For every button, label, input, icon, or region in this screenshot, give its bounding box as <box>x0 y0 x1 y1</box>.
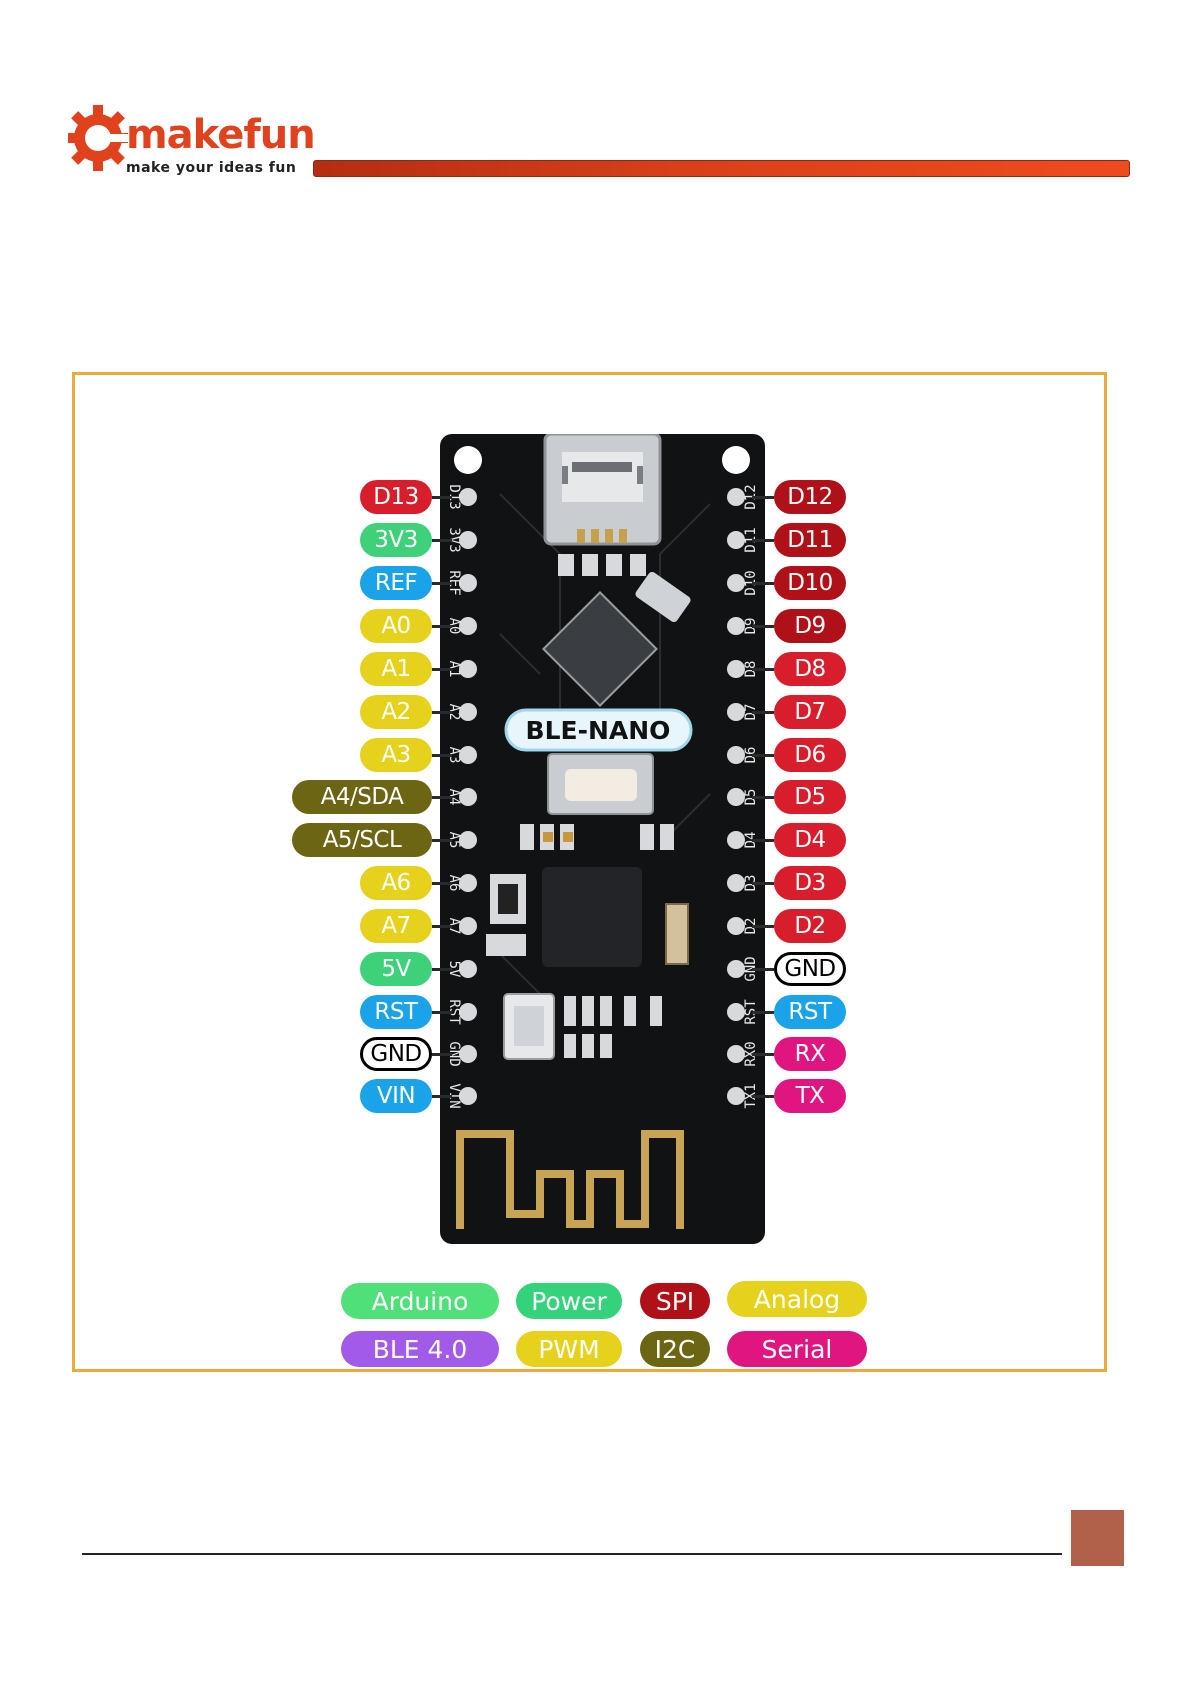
gear-icon <box>68 98 128 180</box>
pin-connector <box>752 668 774 671</box>
pin-label-a2: A2 <box>360 695 432 729</box>
pin-connector <box>752 711 774 714</box>
legend-pwm: PWM <box>516 1331 622 1367</box>
pin-connector <box>432 796 452 799</box>
pin-label-gnd-right: GND <box>774 952 846 986</box>
pin-label-a5-scl: A5/SCL <box>292 823 432 857</box>
pin-label-d8: D8 <box>774 652 846 686</box>
page-badge <box>1071 1510 1124 1566</box>
pin-connector <box>432 668 452 671</box>
pin-label-d3: D3 <box>774 866 846 900</box>
logo-tagline: make your ideas fun <box>126 160 296 176</box>
pin-connector <box>752 882 774 885</box>
pin-label-d11: D11 <box>774 523 846 557</box>
pin-label-rx: RX <box>774 1037 846 1071</box>
pin-label-a3: A3 <box>360 738 432 772</box>
pin-connector <box>752 539 774 542</box>
pin-connector <box>432 582 452 585</box>
legend-i2c: I2C <box>640 1331 710 1367</box>
pin-label-a4-sda: A4/SDA <box>292 780 432 814</box>
legend-ble: BLE 4.0 <box>341 1331 499 1367</box>
pin-connector <box>432 496 452 499</box>
board-name: BLE-NANO <box>526 716 671 745</box>
makefun-logo: makefun make your ideas fun <box>68 98 308 180</box>
pin-connector <box>432 1053 452 1056</box>
pin-connector <box>432 968 452 971</box>
pin-label-a6: A6 <box>360 866 432 900</box>
pin-connector <box>432 925 452 928</box>
pin-label-5v: 5V <box>360 952 432 986</box>
pin-label-a7: A7 <box>360 909 432 943</box>
pin-label-d2: D2 <box>774 909 846 943</box>
pin-label-d7: D7 <box>774 695 846 729</box>
pin-label-d10: D10 <box>774 566 846 600</box>
pin-connector <box>432 882 452 885</box>
pin-connector <box>432 1011 452 1014</box>
pin-label-tx: TX <box>774 1079 846 1113</box>
pin-label-vin: VIN <box>360 1079 432 1113</box>
header-bar <box>313 160 1130 177</box>
pin-connector <box>752 925 774 928</box>
pin-label-d5: D5 <box>774 780 846 814</box>
pin-connector <box>432 625 452 628</box>
pin-label-d4: D4 <box>774 823 846 857</box>
pin-connector <box>432 839 452 842</box>
pin-connector <box>752 625 774 628</box>
footer-divider <box>82 1553 1062 1555</box>
legend-serial: Serial <box>727 1331 867 1367</box>
pin-label-d12: D12 <box>774 480 846 514</box>
pin-label-3v3: 3V3 <box>360 523 432 557</box>
pin-connector <box>432 711 452 714</box>
pin-connector <box>752 839 774 842</box>
pin-label-a0: A0 <box>360 609 432 643</box>
pin-connector <box>752 496 774 499</box>
pin-connector <box>432 539 452 542</box>
legend-power: Power <box>516 1283 622 1319</box>
pin-label-rst-right: RST <box>774 995 846 1029</box>
legend-analog: Analog <box>727 1281 867 1317</box>
logo-text: makefun <box>126 112 315 158</box>
pin-label-d9: D9 <box>774 609 846 643</box>
legend-arduino: Arduino <box>341 1283 499 1319</box>
pin-label-a1: A1 <box>360 652 432 686</box>
pin-connector <box>752 968 774 971</box>
legend-spi: SPI <box>640 1283 710 1319</box>
pin-connector <box>752 582 774 585</box>
pin-connector <box>752 1053 774 1056</box>
pin-label-rst-left: RST <box>360 995 432 1029</box>
ble-nano-board: BLE-NANO <box>440 434 765 1244</box>
pin-connector <box>432 754 452 757</box>
pin-label-d13: D13 <box>360 480 432 514</box>
pin-label-ref: REF <box>360 566 432 600</box>
pin-label-d6: D6 <box>774 738 846 772</box>
pin-connector <box>752 1011 774 1014</box>
pin-connector <box>752 754 774 757</box>
pin-connector <box>432 1095 452 1098</box>
pin-label-gnd-left: GND <box>360 1037 432 1071</box>
pin-connector <box>752 1095 774 1098</box>
pin-connector <box>752 796 774 799</box>
